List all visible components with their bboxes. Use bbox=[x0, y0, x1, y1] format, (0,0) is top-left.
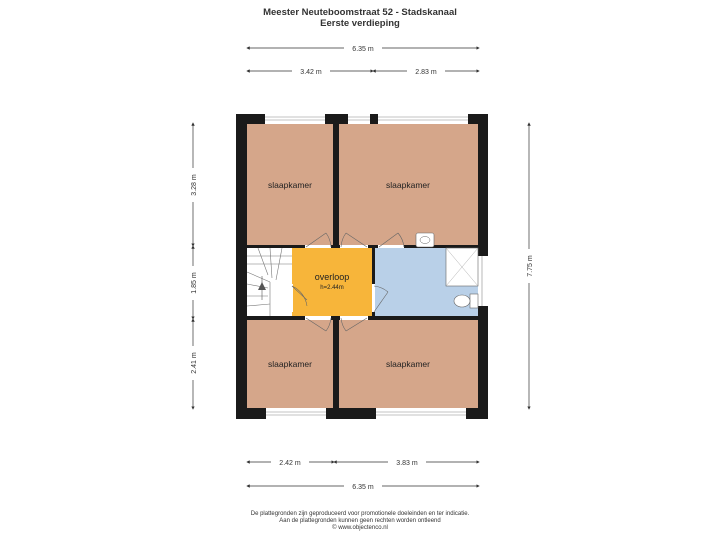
door-bedroom-bottom-left bbox=[305, 316, 332, 332]
dimension-right-total: 7.75 m bbox=[524, 122, 534, 410]
door-stairs bbox=[290, 284, 308, 312]
dimension-label: 6.35 m bbox=[352, 484, 374, 491]
dimension-label: 3.42 m bbox=[300, 69, 322, 76]
room-bedroom-bottom-left bbox=[247, 320, 333, 408]
dimension-top-right: 2.83 m bbox=[372, 66, 480, 76]
room-bedroom-top-right bbox=[339, 124, 478, 245]
window-bottom-right bbox=[376, 408, 466, 419]
room-label-bedroom-top-left: slaapkamer bbox=[268, 180, 312, 190]
dimension-label: 1.85 m bbox=[191, 272, 198, 294]
window-bathroom bbox=[478, 256, 488, 306]
window-top-left bbox=[265, 114, 325, 124]
dimension-label: 2.83 m bbox=[415, 69, 437, 76]
dimension-bottom-left: 2.42 m bbox=[246, 457, 335, 467]
floor-subtitle: Eerste verdieping bbox=[320, 18, 400, 29]
dimension-bottom-right: 3.83 m bbox=[333, 457, 480, 467]
door-bathroom bbox=[378, 232, 405, 248]
room-label-landing: overloop bbox=[315, 272, 350, 282]
window-top-right-1 bbox=[348, 114, 370, 124]
room-label-bedroom-bottom-right: slaapkamer bbox=[386, 359, 430, 369]
shower-icon bbox=[445, 247, 479, 287]
door-bedroom-bottom-right bbox=[340, 316, 368, 332]
dimension-label: 2.41 m bbox=[191, 352, 198, 374]
dimension-label: 3.28 m bbox=[191, 174, 198, 196]
room-label-bedroom-bottom-left: slaapkamer bbox=[268, 359, 312, 369]
stairs bbox=[246, 247, 292, 316]
door-bedroom-top-left bbox=[305, 232, 332, 248]
room-bedroom-top-left bbox=[247, 124, 333, 245]
dimension-left-top: 3.28 m bbox=[188, 122, 198, 247]
room-landing bbox=[292, 248, 372, 316]
dimension-bottom-total: 6.35 m bbox=[246, 481, 480, 491]
plan-title: Meester Neuteboomstraat 52 - Stadskanaal bbox=[263, 7, 457, 18]
dimension-label: 3.83 m bbox=[396, 460, 418, 467]
window-top-right-2 bbox=[378, 114, 468, 124]
toilet-icon bbox=[453, 293, 479, 309]
dimension-top-total: 6.35 m bbox=[246, 43, 480, 53]
dimension-left-bottom: 2.41 m bbox=[188, 318, 198, 410]
dimension-label: 7.75 m bbox=[527, 255, 534, 277]
room-label-bedroom-top-right: slaapkamer bbox=[386, 180, 430, 190]
disclaimer: De plattegronden zijn geproduceerd voor … bbox=[0, 511, 720, 532]
dimension-label: 6.35 m bbox=[352, 46, 374, 53]
copyright-link[interactable]: © www.objectenco.nl bbox=[332, 525, 388, 531]
door-landing-bathroom bbox=[372, 284, 389, 313]
window-bottom-left bbox=[266, 408, 326, 419]
disclaimer-line-2: Aan de plattegronden kunnen geen rechten… bbox=[279, 518, 441, 524]
building: slaapkamer slaapkamer overloop h=2.44m s… bbox=[236, 114, 488, 419]
door-bedroom-top-right bbox=[340, 232, 368, 248]
dimension-top-left: 3.42 m bbox=[246, 66, 374, 76]
sink-icon bbox=[415, 232, 435, 248]
room-height-landing: h=2.44m bbox=[320, 285, 344, 291]
dimension-label: 2.42 m bbox=[279, 460, 301, 467]
room-bedroom-bottom-right bbox=[339, 320, 478, 408]
dimension-left-middle: 1.85 m bbox=[188, 245, 198, 320]
disclaimer-line-1: De plattegronden zijn geproduceerd voor … bbox=[250, 511, 470, 517]
